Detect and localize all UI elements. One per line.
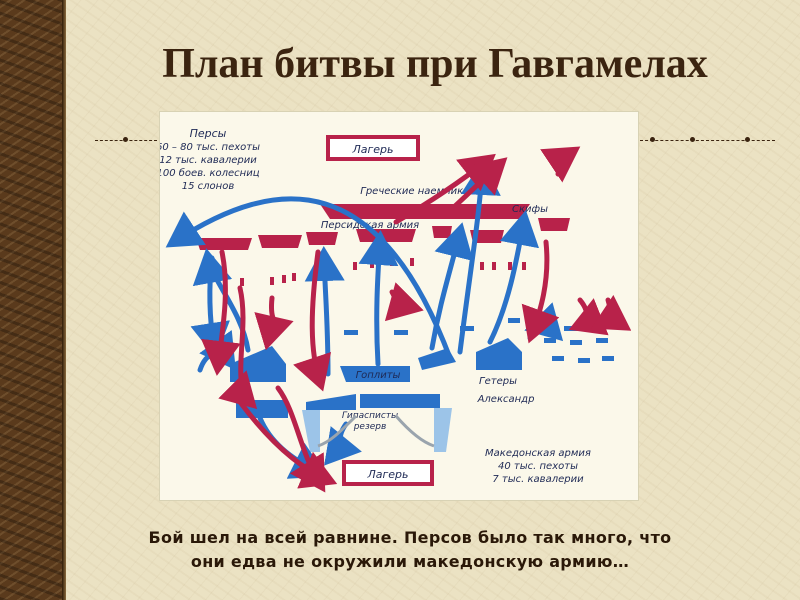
- hoplites-label: Гоплиты: [356, 370, 401, 381]
- alexander-label: Александр: [477, 394, 535, 405]
- sidebar-edge: [62, 0, 66, 600]
- macedonian-legend-line: 40 тыс. пехоты: [498, 461, 578, 472]
- divider-dot: [123, 137, 128, 142]
- slide-caption: Бой шел на всей равнине. Персов было так…: [80, 526, 740, 574]
- divider-right: [640, 140, 775, 141]
- hypaspists-label: Гипасписты: [342, 411, 398, 421]
- persian-front-units: [196, 218, 570, 250]
- persians-legend: Персы 60 – 80 тыс. пехоты 12 тыс. кавале…: [160, 127, 260, 192]
- persian-chariots: [240, 258, 526, 286]
- battle-map: Лагерь Персы 60 – 80 тыс. пехоты 12 тыс.…: [160, 112, 638, 500]
- macedonian-legend-line: Македонская армия: [485, 448, 591, 459]
- reserve-arrows: [317, 414, 435, 448]
- caption-line: они едва не окружили македонскую армию…: [190, 552, 630, 571]
- persians-legend-line: Персы: [190, 127, 227, 140]
- wood-sidebar: [0, 0, 62, 600]
- caption-line: Бой шел на всей равнине. Персов было так…: [148, 528, 672, 547]
- divider-dot: [745, 137, 750, 142]
- persian-camp-box: [326, 135, 420, 161]
- divider-dot: [650, 137, 655, 142]
- reserve-flanks: [302, 408, 452, 452]
- greek-mercenaries-label: Греческие наемники: [360, 186, 470, 197]
- reserve-label: резерв: [353, 422, 387, 432]
- scythians-label: Скифы: [512, 204, 548, 215]
- persian-camp-label: Лагерь: [351, 143, 393, 156]
- divider-dot: [690, 137, 695, 142]
- persians-legend-line: 15 слонов: [182, 181, 235, 192]
- persian-arrows: [201, 146, 632, 493]
- macedonian-legend-line: 7 тыс. кавалерии: [492, 474, 584, 485]
- hetairoi-label: Гетеры: [479, 376, 517, 387]
- slide-title: План битвы при Гавгамелах: [162, 41, 708, 87]
- persians-legend-line: 60 – 80 тыс. пехоты: [160, 142, 260, 153]
- battle-diagram: Лагерь Персы 60 – 80 тыс. пехоты 12 тыс.…: [160, 127, 632, 493]
- macedonian-legend: Македонская армия 40 тыс. пехоты 7 тыс. …: [485, 448, 591, 485]
- persians-legend-line: 100 боев. колесниц: [160, 167, 260, 179]
- persian-army-label: Персидская армия: [321, 220, 419, 231]
- macedonian-camp-label: Лагерь: [366, 468, 408, 481]
- macedonian-camp-box: [342, 460, 434, 486]
- persians-legend-line: 12 тыс. кавалерии: [160, 155, 257, 166]
